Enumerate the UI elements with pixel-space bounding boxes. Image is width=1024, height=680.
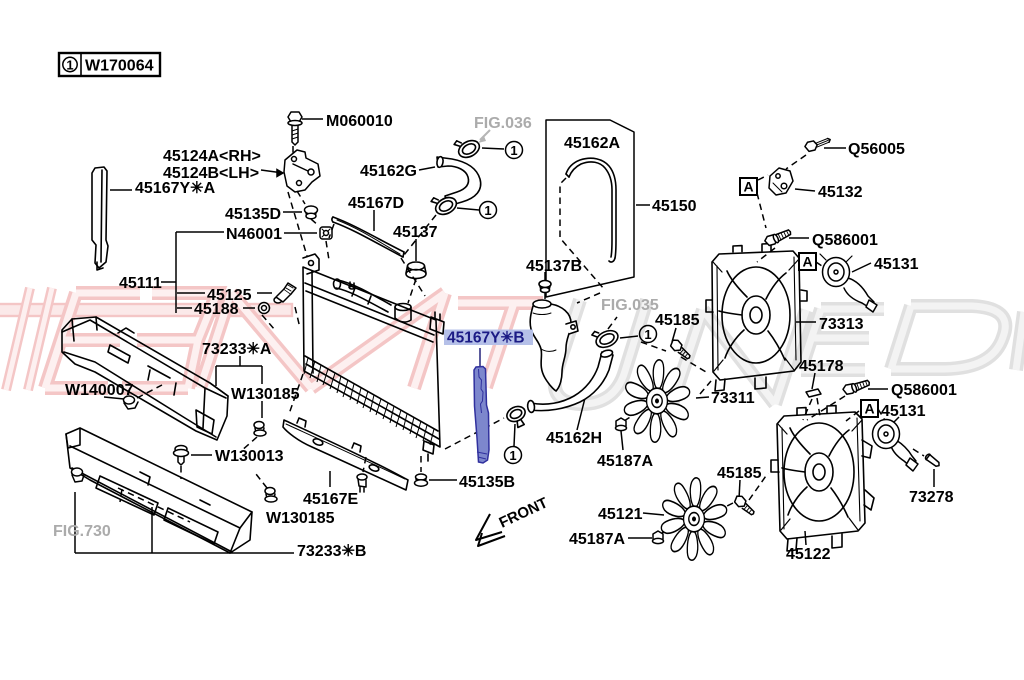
svg-text:1: 1 <box>509 448 516 463</box>
svg-text:W130185: W130185 <box>266 510 335 527</box>
svg-text:45137: 45137 <box>393 224 438 241</box>
svg-text:73233✳A: 73233✳A <box>202 341 272 358</box>
svg-text:45131: 45131 <box>881 403 926 420</box>
svg-text:A: A <box>802 254 812 270</box>
svg-text:45121: 45121 <box>598 506 643 523</box>
svg-text:45167Y✳A: 45167Y✳A <box>135 180 216 197</box>
svg-text:W130013: W130013 <box>215 448 284 465</box>
svg-text:Q586001: Q586001 <box>891 382 957 399</box>
svg-text:45178: 45178 <box>799 358 844 375</box>
svg-text:45132: 45132 <box>818 184 863 201</box>
svg-text:45162H: 45162H <box>546 430 602 447</box>
svg-text:W140007: W140007 <box>65 382 134 399</box>
svg-text:A: A <box>864 401 874 417</box>
svg-text:1: 1 <box>510 143 517 158</box>
svg-text:45187A: 45187A <box>597 453 653 470</box>
svg-text:45162G: 45162G <box>360 163 417 180</box>
svg-text:45135D: 45135D <box>225 206 281 223</box>
svg-text:W130185: W130185 <box>231 386 300 403</box>
svg-text:M060010: M060010 <box>326 113 393 130</box>
svg-text:45135B: 45135B <box>459 474 515 491</box>
svg-text:45122: 45122 <box>786 546 831 563</box>
svg-text:N46001: N46001 <box>226 226 282 243</box>
svg-text:45187A: 45187A <box>569 531 625 548</box>
svg-text:A: A <box>743 179 753 195</box>
svg-text:1: 1 <box>66 58 73 73</box>
svg-text:73313: 73313 <box>819 316 864 333</box>
svg-text:45167D: 45167D <box>348 195 404 212</box>
svg-text:45124B<LH>: 45124B<LH> <box>163 165 259 182</box>
svg-text:Q586001: Q586001 <box>812 232 878 249</box>
svg-text:1: 1 <box>644 327 651 342</box>
svg-text:Q56005: Q56005 <box>848 141 905 158</box>
svg-text:73278: 73278 <box>909 489 954 506</box>
svg-text:45185: 45185 <box>655 312 700 329</box>
svg-text:73233✳B: 73233✳B <box>297 543 366 560</box>
svg-text:1: 1 <box>484 203 491 218</box>
svg-text:45131: 45131 <box>874 256 919 273</box>
svg-text:FIG.730: FIG.730 <box>53 523 111 540</box>
svg-text:45167Y✳B: 45167Y✳B <box>447 330 525 347</box>
svg-text:45125: 45125 <box>207 287 252 304</box>
svg-text:45185: 45185 <box>717 465 762 482</box>
svg-text:45167E: 45167E <box>303 491 358 508</box>
svg-text:W170064: W170064 <box>85 58 154 75</box>
svg-text:45111: 45111 <box>119 275 162 292</box>
svg-text:45150: 45150 <box>652 198 697 215</box>
svg-text:FIG.035: FIG.035 <box>601 297 659 314</box>
svg-text:73311: 73311 <box>711 390 755 407</box>
svg-text:FIG.036: FIG.036 <box>474 115 532 132</box>
svg-text:45137B: 45137B <box>526 258 582 275</box>
svg-text:45188: 45188 <box>194 301 239 318</box>
svg-text:45124A<RH>: 45124A<RH> <box>163 148 261 165</box>
svg-text:45162A: 45162A <box>564 135 620 152</box>
